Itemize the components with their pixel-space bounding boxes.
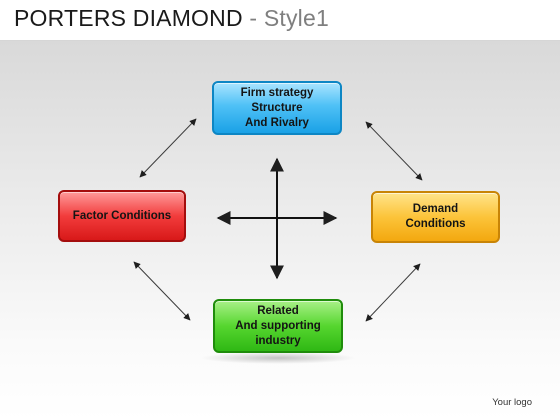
- slide-title: PORTERS DIAMOND - Style1: [14, 5, 329, 32]
- node-demand-conditions-label: Demand Conditions: [405, 203, 466, 230]
- node-demand-conditions: Demand Conditions: [371, 191, 500, 243]
- title-style: Style1: [263, 5, 329, 31]
- node-firm-strategy-label: Firm strategy Structure And Rivalry: [240, 86, 314, 129]
- title-main: PORTERS DIAMOND: [14, 5, 243, 31]
- slide-header: PORTERS DIAMOND - Style1: [0, 0, 560, 41]
- node-related-industry-label: Related And supporting industry: [235, 304, 321, 347]
- title-separator: -: [242, 5, 264, 31]
- node-firm-strategy: Firm strategy Structure And Rivalry: [212, 81, 342, 135]
- node-related-industry: Related And supporting industry: [213, 299, 343, 353]
- node-factor-conditions: Factor Conditions: [58, 190, 186, 242]
- node-factor-conditions-label: Factor Conditions: [72, 209, 172, 222]
- arrow-left-bottom: [133, 261, 191, 321]
- arrow-top-right: [365, 121, 423, 181]
- footer-logo: Your logo: [492, 397, 532, 408]
- arrow-top-left: [139, 118, 197, 178]
- node-related-industry-shadow: [200, 352, 356, 364]
- arrow-right-bottom: [365, 263, 421, 322]
